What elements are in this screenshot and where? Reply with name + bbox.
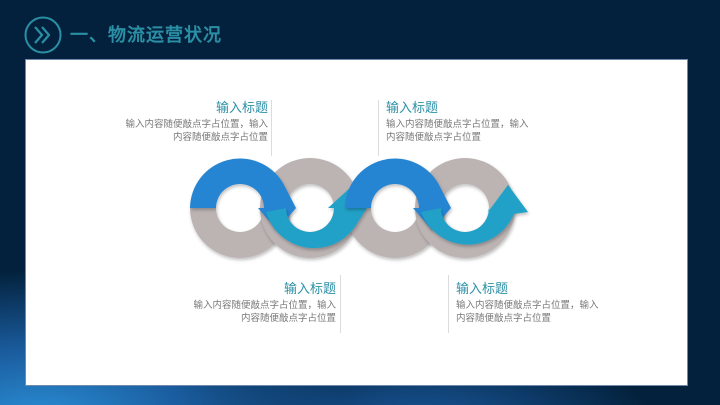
teal-arrow-2: [421, 185, 528, 245]
step-title: 输入标题: [215, 101, 268, 116]
cycle-ring-diagram: [190, 158, 528, 258]
teal-arrow-1: [266, 186, 367, 249]
content-panel: 输入标题 输入内容随便敲点字占位置，输入 内容随便敲点字占位置 输入标题 输入内…: [26, 60, 687, 385]
divider-bottom-right: [448, 275, 449, 333]
step-body-line1: 输入内容随便敲点字占位置，输入: [125, 119, 268, 130]
step-text-top-left: 输入标题 输入内容随便敲点字占位置，输入 内容随便敲点字占位置: [48, 100, 268, 144]
divider-top-left: [271, 100, 272, 156]
step-body-line2: 内容随便敲点字占位置: [172, 132, 268, 143]
step-body-line2: 内容随便敲点字占位置: [240, 313, 336, 324]
step-body-line1: 输入内容随便敲点字占位置，输入: [456, 300, 599, 311]
step-text-bottom-left: 输入标题 输入内容随便敲点字占位置，输入 内容随便敲点字占位置: [116, 281, 336, 325]
step-text-top-right: 输入标题 输入内容随便敲点字占位置，输入 内容随便敲点字占位置: [386, 100, 606, 144]
step-title: 输入标题: [386, 101, 439, 116]
step-body-line2: 内容随便敲点字占位置: [456, 313, 552, 324]
step-title: 输入标题: [283, 282, 336, 297]
slide-header: 一、物流运营状况: [0, 0, 720, 60]
step-body-line2: 内容随便敲点字占位置: [386, 132, 482, 143]
step-body-line1: 输入内容随便敲点字占位置，输入: [193, 300, 336, 311]
step-body-line1: 输入内容随便敲点字占位置，输入: [386, 119, 529, 130]
page-title: 一、物流运营状况: [70, 25, 222, 46]
double-chevron-right-circle-icon: [24, 16, 62, 54]
step-text-bottom-right: 输入标题 输入内容随便敲点字占位置，输入 内容随便敲点字占位置: [456, 281, 676, 325]
step-title: 输入标题: [456, 282, 509, 297]
divider-top-right: [378, 100, 379, 156]
divider-bottom-left: [340, 275, 341, 333]
